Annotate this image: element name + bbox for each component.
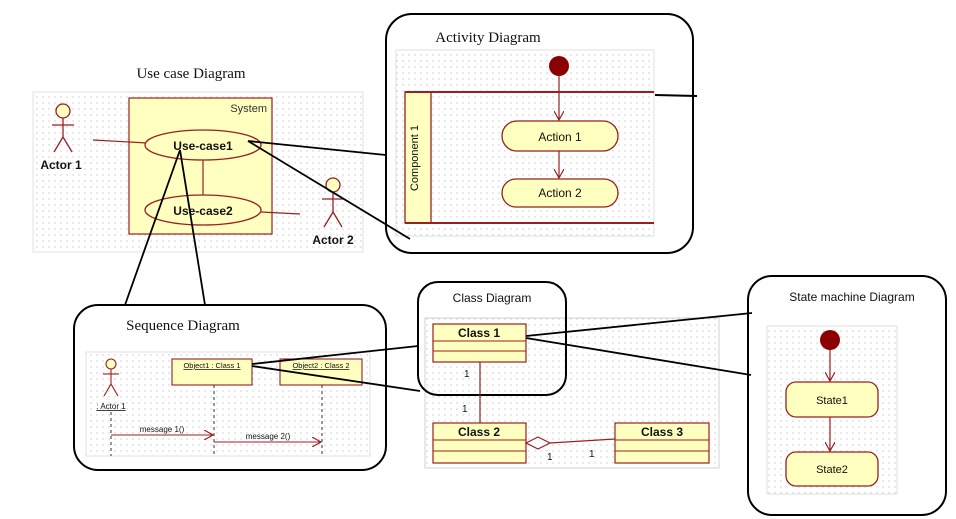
connector-usecase-sequence-left bbox=[124, 149, 181, 306]
use-case-1-label: Use-case1 bbox=[173, 139, 233, 153]
message-1-label: message 1() bbox=[140, 425, 185, 434]
state-initial-node bbox=[820, 330, 840, 350]
mult-c2-c3-left: 1 bbox=[547, 452, 553, 463]
action-2-label: Action 2 bbox=[538, 186, 582, 200]
mult-c2-c3-right: 1 bbox=[589, 449, 595, 460]
class-2 bbox=[432, 422, 527, 464]
class-3 bbox=[614, 422, 710, 464]
use-case-2 bbox=[144, 194, 262, 226]
sequence-title: Sequence Diagram bbox=[126, 318, 240, 334]
use-case-2-label: Use-case2 bbox=[173, 204, 233, 218]
sequence-diagram: Sequence Diagram : Actor 1 Object1 : Cla… bbox=[73, 304, 387, 471]
actor-2-label: Actor 2 bbox=[312, 233, 354, 247]
actor-2-association bbox=[260, 211, 301, 215]
state-machine-diagram: State machine Diagram State1 State2 bbox=[747, 275, 947, 516]
connector-usecase-activity-lower bbox=[247, 140, 411, 240]
connector-object1-class-lower bbox=[251, 365, 421, 392]
state-1-label: State1 bbox=[816, 395, 848, 407]
activity-initial-node bbox=[549, 56, 569, 76]
actor-1-label: Actor 1 bbox=[40, 158, 82, 172]
actor-1-association bbox=[92, 139, 148, 144]
message-2-label: message 2() bbox=[246, 432, 291, 441]
activity-diagram: Activity Diagram Component 1 Action 1 Ac… bbox=[385, 13, 698, 254]
connector-object1-class-upper bbox=[251, 345, 419, 365]
activity-title: Activity Diagram bbox=[435, 30, 541, 46]
class-1 bbox=[432, 323, 527, 363]
system-label: System bbox=[230, 103, 267, 115]
sequence-actor-figure bbox=[103, 358, 119, 397]
object-2-label: Object2 : Class 2 bbox=[292, 361, 349, 370]
state-2 bbox=[785, 451, 879, 487]
class-2-label: Class 2 bbox=[458, 425, 500, 439]
action-1-label: Action 1 bbox=[538, 130, 582, 144]
swimlane-tick bbox=[654, 94, 698, 97]
class-diagram: Class Diagram Class 1 Class 2 Class 3 1 … bbox=[417, 281, 720, 469]
class-title-bg bbox=[440, 287, 552, 309]
sequence-actor-label: : Actor 1 bbox=[96, 402, 126, 411]
swimlane-label: Component 1 bbox=[409, 125, 421, 191]
mult-c1-c2-top: 1 bbox=[464, 369, 470, 380]
connector-class1-state-lower bbox=[525, 337, 752, 376]
connector-usecase-sequence-right bbox=[179, 149, 206, 306]
class-1-label: Class 1 bbox=[458, 326, 500, 340]
action-2 bbox=[501, 178, 619, 208]
actor-1-figure bbox=[52, 103, 74, 153]
aggregation-c2-c3 bbox=[549, 438, 616, 444]
swimlane-header bbox=[404, 91, 432, 224]
class-callout bbox=[417, 281, 567, 396]
state-1 bbox=[785, 381, 879, 418]
callout-connectors bbox=[124, 140, 753, 392]
actor-2-figure bbox=[322, 177, 344, 228]
use-case-title: Use case Diagram bbox=[136, 66, 245, 82]
action-1 bbox=[501, 120, 619, 152]
class-title: Class Diagram bbox=[453, 291, 532, 305]
state-title: State machine Diagram bbox=[789, 290, 914, 304]
mult-c1-c2-bottom: 1 bbox=[462, 404, 468, 415]
connector-usecase-activity-upper bbox=[247, 140, 387, 156]
use-case-diagram: Use case Diagram System Actor 1 Use-case… bbox=[32, 66, 364, 253]
class-3-label: Class 3 bbox=[641, 425, 683, 439]
connector-class1-state-upper bbox=[525, 312, 753, 337]
object-1-label: Object1 : Class 1 bbox=[183, 361, 240, 370]
object-1-box bbox=[171, 358, 253, 386]
state-2-label: State2 bbox=[816, 464, 848, 476]
